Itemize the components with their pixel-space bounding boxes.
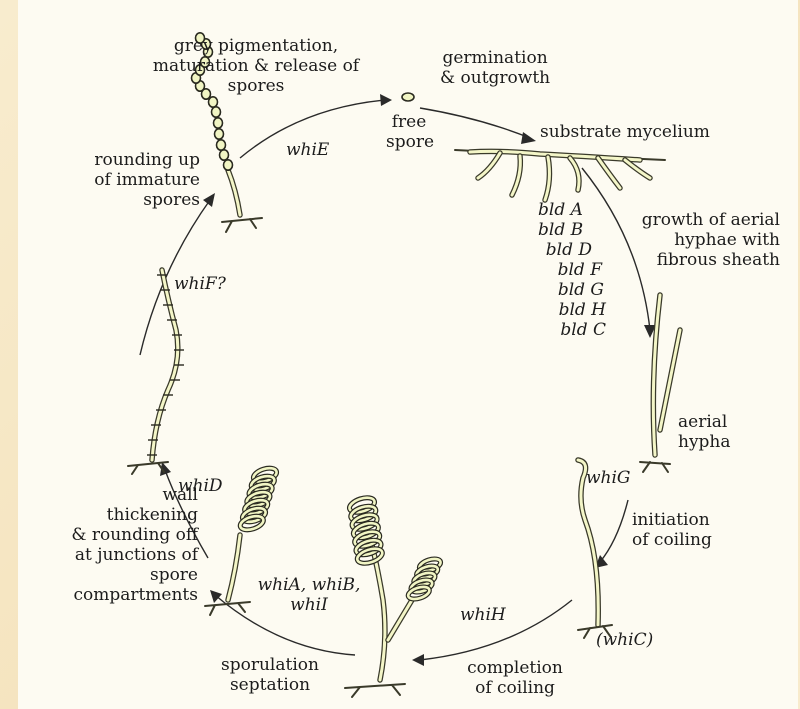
gene-whiF: whiF?: [174, 274, 226, 294]
label-completion-coiling: completion of coiling: [455, 658, 575, 698]
aerial-hypha-shape: [640, 295, 680, 472]
gene-bld-h: bld H: [538, 300, 628, 320]
spore-bead: [217, 140, 226, 150]
spore-bead: [224, 160, 233, 170]
gene-whiD: whiD: [178, 476, 223, 496]
gene-whiC: (whiC): [596, 630, 653, 650]
label-sporulation-septation: sporulation septation: [208, 655, 332, 695]
arrow-head: [210, 590, 222, 603]
label-initiation-coiling: initiation of coiling: [632, 510, 712, 550]
arrow-head: [203, 193, 215, 207]
gene-whiG: whiG: [586, 468, 631, 488]
label-aerial-growth: growth of aerial hyphae with fibrous she…: [630, 210, 780, 270]
spore-bead: [212, 107, 221, 117]
label-grey-pigmentation: grey pigmentation, maturation & release …: [144, 36, 368, 96]
gene-whiA-whiB-whiI: whiA, whiB, whiI: [254, 575, 364, 615]
spore-bead: [209, 97, 218, 107]
arrow-head: [521, 132, 536, 144]
gene-whiE: whiE: [286, 140, 329, 160]
label-germination: germination & outgrowth: [440, 48, 550, 88]
gene-bld-f: bld F: [538, 260, 628, 280]
free-spore-shape: [402, 93, 414, 101]
spore-bead: [214, 118, 223, 128]
gene-bld-a: bld A: [538, 200, 628, 220]
gene-bld-d: bld D: [538, 240, 628, 260]
label-substrate-mycelium: substrate mycelium: [540, 122, 710, 142]
substrate-mycelium-shape: [455, 150, 665, 200]
arrow-initiation: [600, 500, 628, 562]
gene-bld-c: bld C: [538, 320, 628, 340]
label-rounding-up: rounding up of immature spores: [74, 150, 200, 210]
label-aerial-hypha: aerial hypha: [678, 412, 731, 452]
gene-whiH: whiH: [460, 605, 506, 625]
spore-bead: [215, 129, 224, 139]
spore-septa: [147, 275, 184, 455]
label-wall-thickening: wall thickening & rounding off at juncti…: [58, 485, 198, 605]
arrow-head: [412, 654, 424, 666]
gene-bld-b: bld B: [538, 220, 628, 240]
gene-bld-g: bld G: [538, 280, 628, 300]
gene-bld-list: bld A bld B bld D bld F bld G bld H bld …: [538, 200, 628, 340]
label-free-spore: free spore: [386, 112, 432, 152]
spore-bead: [220, 150, 229, 160]
arrow-head: [380, 94, 392, 106]
arrow-germination: [420, 108, 530, 138]
